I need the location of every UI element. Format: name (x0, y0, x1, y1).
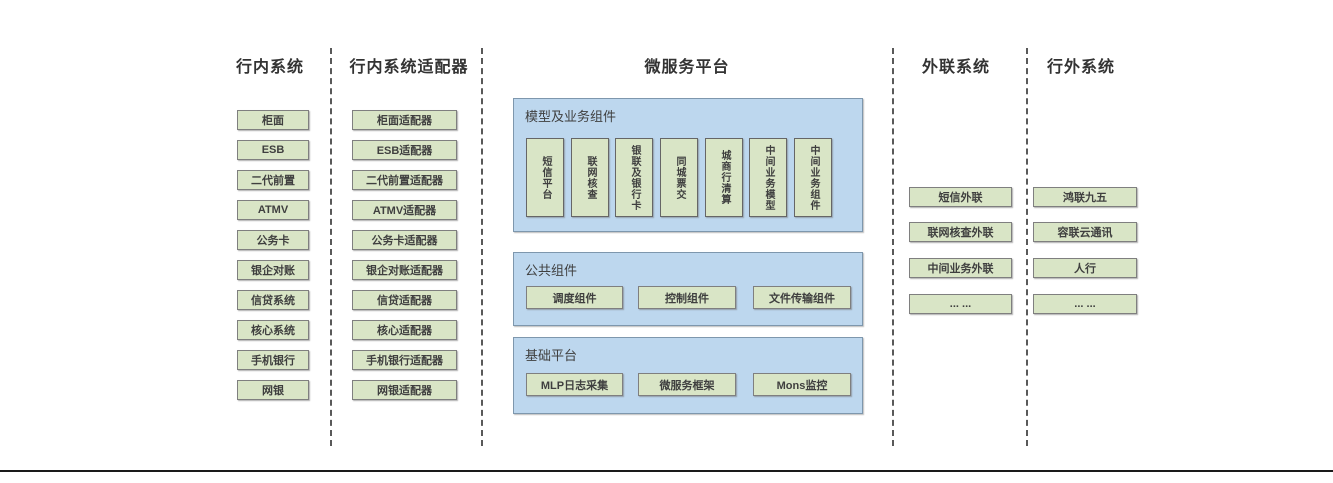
adapter-box: 核心适配器 (352, 320, 457, 340)
dashed-separator (892, 48, 894, 446)
vertical-component-box: 联网核查 (571, 138, 609, 217)
dashed-separator (1026, 48, 1028, 446)
component-box: 微服务框架 (638, 373, 736, 396)
internal-system-box: 银企对账 (237, 260, 309, 280)
vertical-component-box: 同城票交 (660, 138, 698, 217)
panel-label: 模型及业务组件 (525, 109, 617, 124)
outside-box: ... ... (1033, 294, 1137, 314)
panel-label: 基础平台 (525, 348, 578, 363)
internal-system-box: ATMV (237, 200, 309, 220)
internal-system-box: 公务卡 (237, 230, 309, 250)
external-box: ... ... (909, 294, 1012, 314)
internal-system-box: 柜面 (237, 110, 309, 130)
component-box: 文件传输组件 (753, 286, 851, 309)
dashed-separator (481, 48, 483, 446)
platform-panel-common-components: 公共组件 调度组件 控制组件 文件传输组件 (513, 252, 863, 326)
column-header-platform: 微服务平台 (644, 59, 730, 76)
adapter-box: 二代前置适配器 (352, 170, 457, 190)
internal-system-box: 手机银行 (237, 350, 309, 370)
adapter-box: 手机银行适配器 (352, 350, 457, 370)
internal-system-box: 核心系统 (237, 320, 309, 340)
external-box: 联网核查外联 (909, 222, 1012, 242)
platform-panel-model-components: 模型及业务组件 短信平台 联网核查 银联及银行卡 同城票交 城商行清算 中间业务… (513, 98, 863, 232)
internal-system-box: ESB (237, 140, 309, 160)
column-header-outside: 行外系统 (1046, 59, 1116, 76)
component-box: 调度组件 (526, 286, 623, 309)
panel-label: 公共组件 (525, 263, 578, 278)
vertical-component-box: 城商行清算 (705, 138, 743, 217)
adapter-box: 信贷适配器 (352, 290, 457, 310)
adapter-box: ATMV适配器 (352, 200, 457, 220)
dashed-separator (330, 48, 332, 446)
adapter-box: 柜面适配器 (352, 110, 457, 130)
outside-box: 人行 (1033, 258, 1137, 278)
platform-panel-base: 基础平台 MLP日志采集 微服务框架 Mons监控 (513, 337, 863, 414)
outside-box: 容联云通讯 (1033, 222, 1137, 242)
adapter-box: ESB适配器 (352, 140, 457, 160)
internal-system-box: 网银 (237, 380, 309, 400)
adapter-box: 网银适配器 (352, 380, 457, 400)
column-header-internal: 行内系统 (235, 59, 305, 76)
component-box: 控制组件 (638, 286, 736, 309)
adapter-box: 公务卡适配器 (352, 230, 457, 250)
adapter-box: 银企对账适配器 (352, 260, 457, 280)
internal-system-box: 信贷系统 (237, 290, 309, 310)
component-box: MLP日志采集 (526, 373, 623, 396)
external-box: 中间业务外联 (909, 258, 1012, 278)
internal-system-box: 二代前置 (237, 170, 309, 190)
component-box: Mons监控 (753, 373, 851, 396)
outside-box: 鸿联九五 (1033, 187, 1137, 207)
vertical-component-box: 中间业务组件 (794, 138, 832, 217)
column-header-adapters: 行内系统适配器 (349, 59, 469, 76)
vertical-component-box: 银联及银行卡 (615, 138, 653, 217)
external-box: 短信外联 (909, 187, 1012, 207)
vertical-component-box: 中间业务模型 (749, 138, 787, 217)
column-header-external: 外联系统 (921, 59, 991, 76)
bottom-rule (0, 470, 1333, 472)
vertical-component-box: 短信平台 (526, 138, 564, 217)
